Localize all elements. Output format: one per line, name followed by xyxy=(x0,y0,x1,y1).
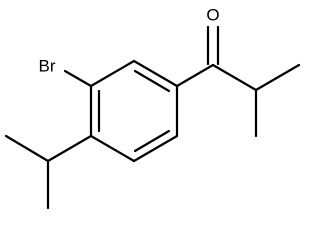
ring-bond-c4-c5 xyxy=(89,134,136,163)
bond-isopropyl-to-methyl-left xyxy=(4,134,50,163)
ring-inner-double-bond-c3-c4 xyxy=(133,129,171,153)
molecule-structure-diagram: O Br xyxy=(4,5,301,210)
ring-inner-double-bond-c1-c2 xyxy=(133,69,171,93)
bromine-substituent xyxy=(63,69,93,88)
ring-bond-c3-c4 xyxy=(132,134,179,163)
isopropyl-group xyxy=(4,134,93,210)
ring-bond-c6-c1 xyxy=(89,59,136,88)
bond-ring-to-isopropyl-ch xyxy=(46,134,93,163)
benzene-ring xyxy=(89,59,179,163)
ring-bond-c1-c2 xyxy=(132,59,179,88)
bond-ring-to-carbonyl xyxy=(175,63,215,88)
bromine-atom-label: Br xyxy=(39,57,56,76)
bond-ch-to-methyl-up xyxy=(254,63,301,92)
bond-ring-to-bromine xyxy=(63,69,93,88)
oxygen-atom-label: O xyxy=(206,6,219,25)
bond-carbonyl-to-ch xyxy=(211,63,258,92)
isobutyryl-group xyxy=(175,25,301,138)
